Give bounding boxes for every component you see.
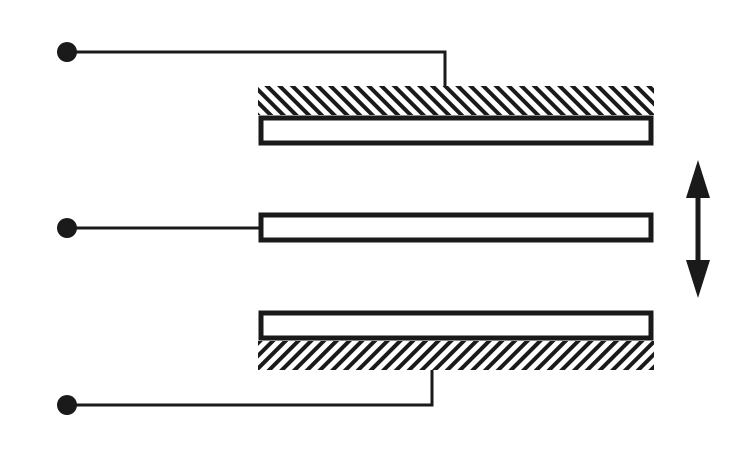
arrow-head-up [686, 160, 710, 198]
bottom-plate [258, 310, 654, 341]
top-wire [67, 50, 447, 86]
bottom-substrate-hatch [258, 341, 654, 370]
bottom-terminal-dot [57, 395, 77, 415]
top-plate [258, 115, 654, 146]
top-fixed-electrode [258, 86, 654, 146]
middle-terminal [57, 218, 260, 238]
top-terminal [57, 42, 447, 86]
double-headed-vertical-arrow [686, 160, 710, 298]
bottom-fixed-electrode [258, 310, 654, 370]
bottom-terminal [57, 370, 434, 415]
arrow-head-down [686, 260, 710, 298]
middle-movable-electrode [258, 212, 654, 243]
bottom-wire [67, 370, 434, 407]
top-terminal-dot [57, 42, 77, 62]
middle-terminal-dot [57, 218, 77, 238]
top-substrate-hatch [258, 86, 654, 115]
